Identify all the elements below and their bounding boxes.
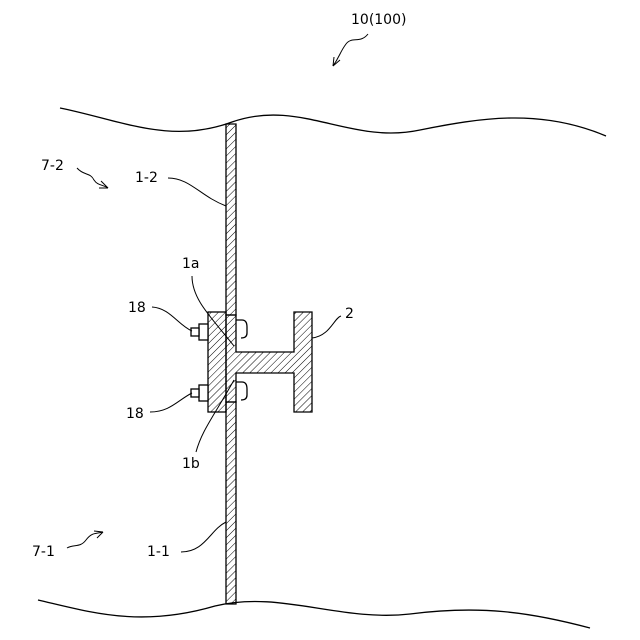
label-bolt-lower: 18 xyxy=(126,406,144,422)
label-upper-plate: 1-2 xyxy=(135,170,158,186)
lower-plate xyxy=(226,402,236,604)
hook-upper xyxy=(236,320,247,338)
label-lower-plate: 1-1 xyxy=(147,544,170,560)
leader-lower-plate xyxy=(181,522,226,552)
label-upper-end: 1a xyxy=(182,256,200,272)
leader-lower-unit-arrow xyxy=(94,531,103,538)
label-bolt-upper: 18 xyxy=(128,300,146,316)
leader-lower-unit xyxy=(67,532,103,548)
h-beam-body xyxy=(226,312,312,412)
label-lower-end: 1b xyxy=(182,456,200,472)
hook-lower xyxy=(236,382,247,400)
label-assembly: 10(100) xyxy=(351,12,406,28)
label-upper-unit: 7-2 xyxy=(41,158,64,174)
upper-plate xyxy=(226,124,236,315)
top-break-line xyxy=(60,108,606,136)
leader-beam xyxy=(312,316,341,338)
leader-bolt-upper xyxy=(152,307,192,331)
leader-upper-unit xyxy=(77,168,108,188)
bolt-lower xyxy=(191,385,208,401)
leader-bolt-lower xyxy=(150,393,192,412)
h-beam xyxy=(226,312,312,412)
leader-assembly-arrow xyxy=(333,57,340,66)
bolt-upper xyxy=(191,324,208,340)
bottom-break-line xyxy=(38,600,590,628)
label-lower-unit: 7-1 xyxy=(32,544,55,560)
splice-plate xyxy=(208,312,226,412)
leader-upper-plate xyxy=(168,178,226,206)
label-beam: 2 xyxy=(345,306,354,322)
